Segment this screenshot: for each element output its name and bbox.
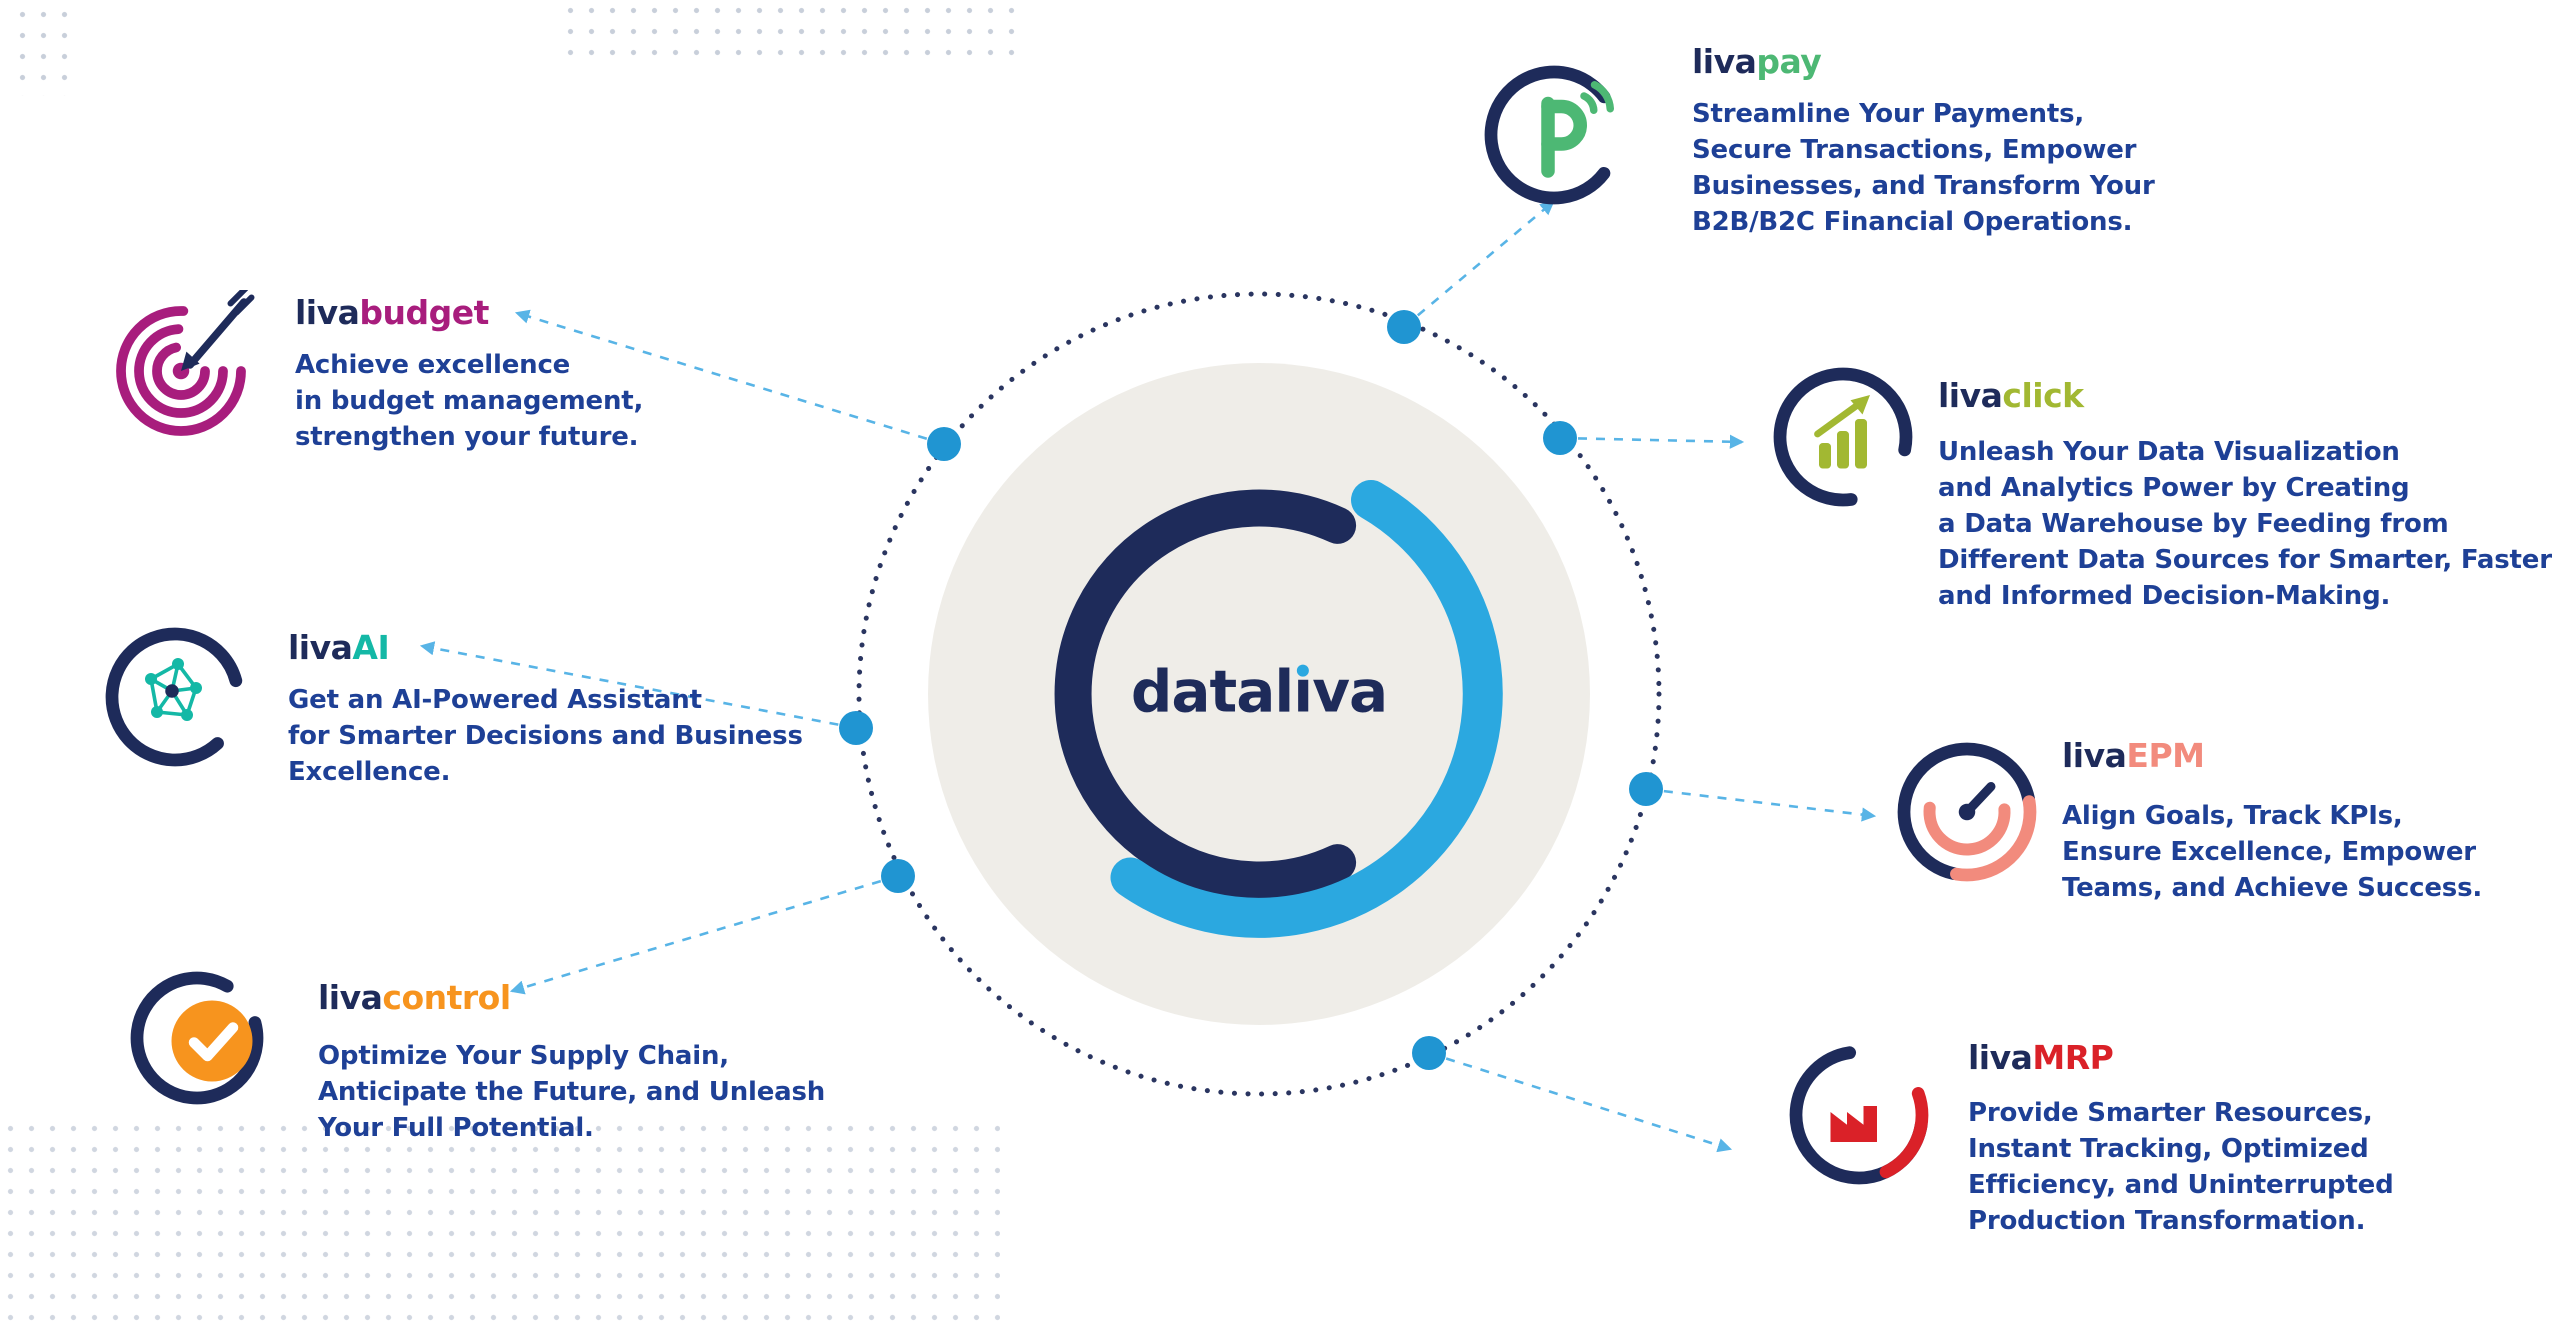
product-description: Provide Smarter Resources, Instant Track… xyxy=(1968,1098,2394,1236)
product-livabudget: livabudget Achieve excellence in budget … xyxy=(295,293,1015,455)
title-prefix: liva xyxy=(288,628,353,667)
decor-dot-grid-top xyxy=(560,0,1025,64)
connector-livabudget xyxy=(514,309,945,446)
product-description: Achieve excellence in budget management,… xyxy=(295,350,644,452)
livaMRP-icon xyxy=(1784,1040,1934,1190)
orbit-dotted-ring xyxy=(856,291,1662,1097)
title-prefix: liva xyxy=(2062,736,2127,775)
title-suffix: control xyxy=(382,978,511,1017)
product-description: Align Goals, Track KPIs, Ensure Excellen… xyxy=(2062,801,2483,903)
orbit-node-livaAI xyxy=(839,711,873,745)
title-suffix: pay xyxy=(1756,42,1822,81)
title-suffix: budget xyxy=(359,293,489,332)
title-suffix: AI xyxy=(352,628,390,667)
product-livaMRP: livaMRP Provide Smarter Resources, Insta… xyxy=(1968,1038,2560,1239)
title-suffix: click xyxy=(2002,376,2084,415)
product-description: Get an AI-Powered Assistant for Smarter … xyxy=(288,685,803,787)
title-suffix: MRP xyxy=(2032,1038,2114,1077)
livaAI-icon xyxy=(100,622,250,772)
livacontrol-icon xyxy=(128,963,278,1113)
livaEPM-icon xyxy=(1892,740,2042,890)
connector-livacontrol xyxy=(509,874,899,995)
connector-livaclick xyxy=(1559,434,1745,449)
orbit-node-livaEPM xyxy=(1629,772,1663,806)
dataliva-hub xyxy=(856,291,1662,1097)
orbit-node-livabudget xyxy=(927,427,961,461)
connector-livaAI xyxy=(419,641,857,730)
product-livaclick: livaclick Unleash Your Data Visualizatio… xyxy=(1938,376,2560,614)
orbit-node-livaMRP xyxy=(1412,1036,1446,1070)
title-prefix: liva xyxy=(1692,42,1757,81)
title-suffix: EPM xyxy=(2126,736,2205,775)
title-prefix: liva xyxy=(318,978,383,1017)
product-description: Streamline Your Payments, Secure Transac… xyxy=(1692,99,2155,237)
title-prefix: liva xyxy=(1968,1038,2033,1077)
orbit-node-livapay xyxy=(1387,310,1421,344)
product-title: livaAI xyxy=(288,628,1008,668)
product-title: livaMRP xyxy=(1968,1038,2560,1078)
decor-dot-grid-bottom xyxy=(0,1118,1000,1326)
product-title: livabudget xyxy=(295,293,1015,333)
title-prefix: liva xyxy=(295,293,360,332)
hub-navy-arc xyxy=(1054,489,1357,899)
title-prefix: liva xyxy=(1938,376,2003,415)
livaclick-icon xyxy=(1768,362,1918,512)
product-title: livacontrol xyxy=(318,978,1038,1018)
livapay-icon xyxy=(1482,60,1632,210)
product-title: livaclick xyxy=(1938,376,2560,416)
product-title: livaEPM xyxy=(2062,736,2560,776)
product-description: Optimize Your Supply Chain, Anticipate t… xyxy=(318,1041,826,1143)
product-title: livapay xyxy=(1692,42,2412,82)
connector-livaEPM xyxy=(1645,787,1877,822)
product-livacontrol: livacontrol Optimize Your Supply Chain, … xyxy=(318,978,1038,1146)
orbit-node-livaclick xyxy=(1543,421,1577,455)
product-livaAI: livaAI Get an AI-Powered Assistant for S… xyxy=(288,628,1008,790)
product-livaEPM: livaEPM Align Goals, Track KPIs, Ensure … xyxy=(2062,736,2560,906)
livabudget-icon xyxy=(112,285,262,440)
product-description: Unleash Your Data Visualization and Anal… xyxy=(1938,437,2552,611)
connector-livapay xyxy=(1403,200,1555,328)
product-livapay: livapay Streamline Your Payments, Secure… xyxy=(1692,42,2412,240)
orbit-node-livacontrol xyxy=(881,859,915,893)
decor-dot-grid-corner xyxy=(12,4,70,96)
hub-blue-arc xyxy=(1110,480,1503,938)
